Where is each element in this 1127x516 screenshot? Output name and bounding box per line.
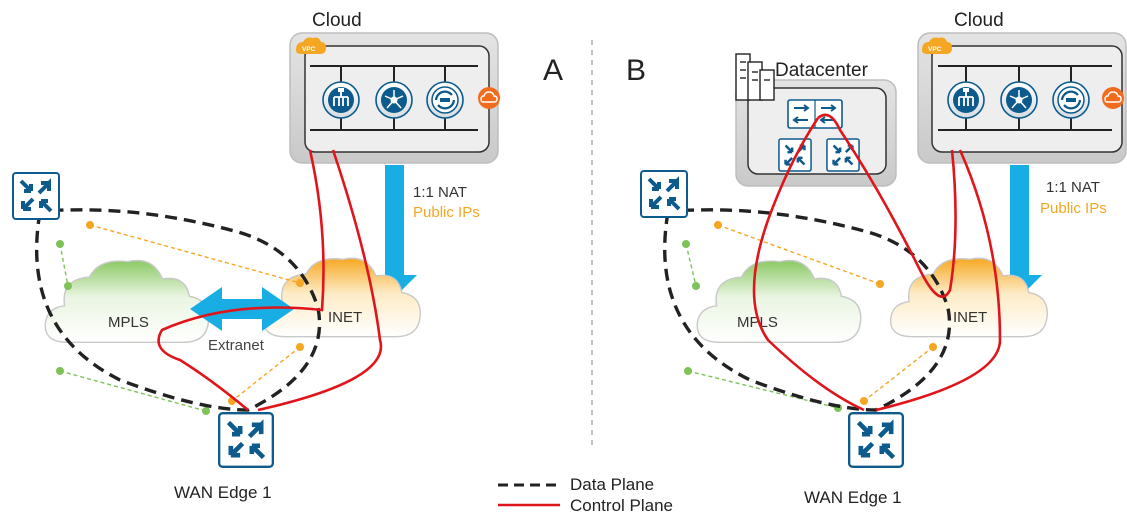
panel-a-letter: A [543,54,563,87]
legend: Data Plane Control Plane [498,475,673,515]
load-balancer-icon [947,81,985,119]
vpc-badge-icon: VPC [296,37,326,54]
public-ips-label: Public IPs [1040,200,1107,217]
panel-b-letter: B [626,54,646,87]
cloud-label: Cloud [954,10,1004,31]
dc-router-right-icon [826,138,860,172]
cloud-badge-icon [1102,87,1124,109]
branch-router-icon [640,170,688,218]
mpls-label: MPLS [108,314,149,331]
svg-text:VPC: VPC [928,46,942,53]
sync-icon [1052,81,1090,119]
public-ips-label: Public IPs [413,204,480,221]
nat-label: 1:1 NAT [413,184,467,201]
hub-icon [375,81,413,119]
panel-b: B [626,10,1127,507]
datacenter-label: Datacenter [775,60,869,81]
legend-data-plane-label: Data Plane [570,475,654,494]
panel-a: A Cloud VPC [12,10,563,502]
sync-icon [426,81,464,119]
building-icon [735,53,775,101]
data-plane-path [35,208,322,412]
control-plane-paths [157,149,383,412]
extranet-label: Extranet [208,337,265,354]
inet-label: INET [328,309,362,326]
mpls-tunnels [59,243,207,412]
mpls-label: MPLS [737,314,778,331]
inet-label: INET [953,309,987,326]
cloud-vpc-box: VPC [289,32,500,164]
vpc-badge-icon: VPC [922,37,952,54]
inet-tunnels [717,224,934,402]
wan-edge-router-icon [849,413,903,467]
branch-router-icon [12,172,60,220]
wan-edge-router-icon [219,413,273,467]
hub-icon [1000,81,1038,119]
data-plane-path [663,208,952,412]
svg-text:VPC: VPC [302,46,316,53]
cloud-label: Cloud [312,10,362,31]
legend-control-plane-label: Control Plane [570,496,673,515]
nat-label: 1:1 NAT [1046,179,1100,196]
inet-tunnels [89,224,301,402]
control-plane-paths [752,113,1002,412]
dc-switch-icon [787,99,843,129]
cloud-vpc-box: VPC [917,32,1127,164]
cloud-badge-icon [478,87,500,109]
mpls-cloud [696,259,862,344]
load-balancer-icon [322,81,360,119]
wan-edge-label: WAN Edge 1 [804,488,902,507]
wan-edge-label: WAN Edge 1 [174,483,272,502]
datacenter-box [735,53,897,187]
